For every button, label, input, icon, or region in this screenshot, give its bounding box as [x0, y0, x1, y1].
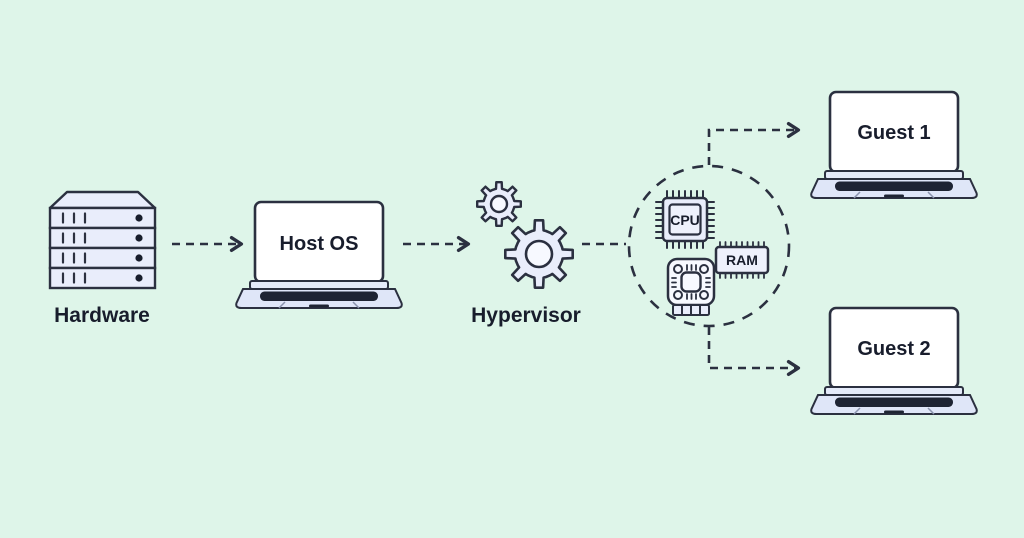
- processor-chip-icon: [666, 257, 716, 316]
- resources-circle: CPU RAM: [627, 164, 791, 328]
- ram-label: RAM: [726, 252, 758, 268]
- guest1-laptop-icon: [809, 90, 979, 200]
- cpu-chip-icon: CPU: [655, 190, 715, 249]
- guest2-laptop-icon: [809, 306, 979, 416]
- server-rack-icon: [48, 190, 157, 290]
- guest2-label: Guest 2: [857, 338, 930, 360]
- hostos-laptop-icon: [234, 200, 404, 310]
- connector-resources-to-guest1: [707, 121, 801, 165]
- hypervisor-label: Hypervisor: [471, 304, 581, 327]
- gears-icon: [476, 181, 574, 289]
- guest1-label: Guest 1: [857, 122, 930, 144]
- hostos-label: Host OS: [280, 233, 359, 255]
- hardware-label: Hardware: [54, 304, 150, 327]
- connector-resources-to-guest2: [707, 327, 801, 377]
- cpu-label: CPU: [670, 212, 700, 228]
- ram-module-icon: RAM: [714, 241, 770, 279]
